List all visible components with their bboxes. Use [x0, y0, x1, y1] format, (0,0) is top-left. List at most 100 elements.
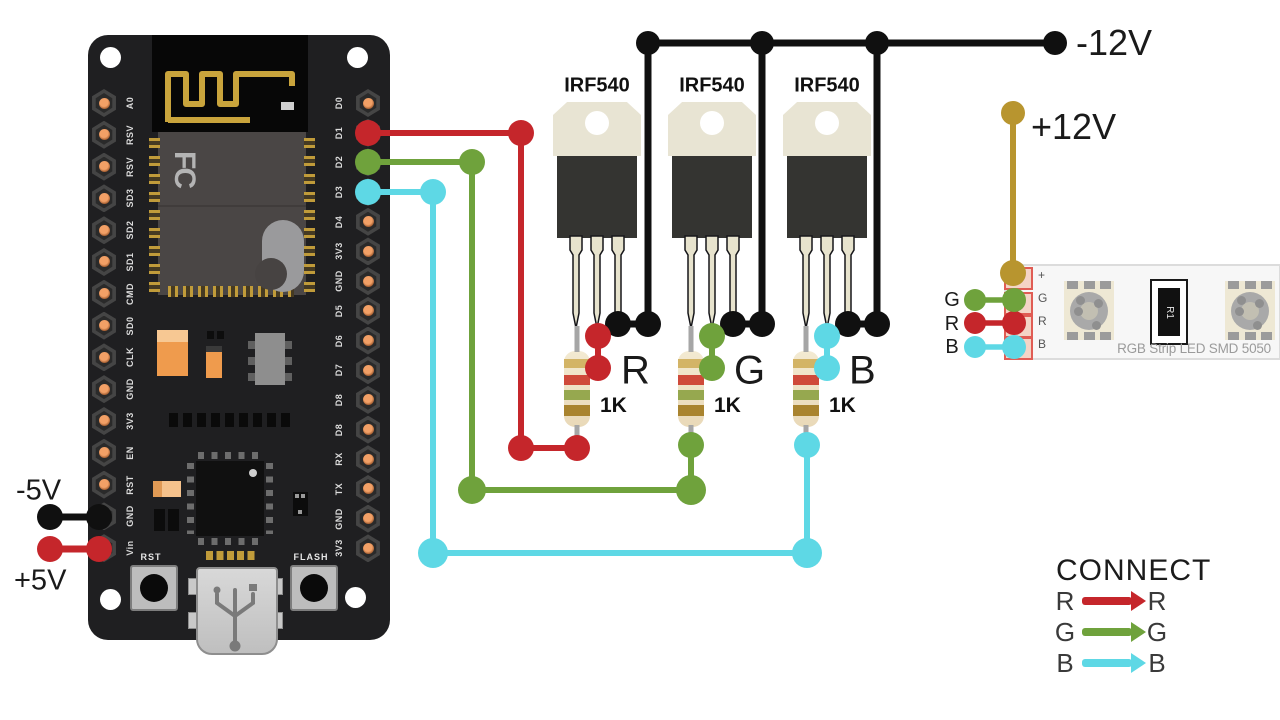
led-lens — [1231, 292, 1269, 330]
mini-usb-connector — [196, 567, 278, 655]
pin-hex-icon — [356, 474, 380, 503]
pin-label: GND — [125, 505, 135, 528]
pin-label: CLK — [125, 347, 135, 368]
chip-pads — [198, 452, 262, 459]
mosfet-tab — [668, 102, 756, 156]
pin: D2 — [325, 148, 381, 177]
pin-label: CMD — [125, 282, 135, 305]
capacitor-small — [206, 346, 222, 378]
chip-pads — [198, 538, 262, 545]
pin-label: SD0 — [125, 316, 135, 336]
chip-pads — [266, 463, 273, 534]
pin-hex-icon — [356, 207, 380, 236]
module-pads-left — [149, 138, 160, 294]
pin-hex-icon — [356, 326, 380, 355]
pin-label: Vin — [125, 540, 135, 556]
pin-label: RX — [334, 452, 344, 467]
arrow-icon — [1082, 622, 1146, 642]
pin: Vin — [91, 534, 147, 563]
pin-hex-icon — [356, 178, 380, 207]
pin: 3V3 — [325, 534, 381, 563]
pin-hex-icon — [92, 438, 116, 467]
onboard-led — [153, 481, 181, 497]
pin-hex-icon — [92, 120, 116, 149]
output-label-r: R — [621, 348, 650, 393]
pin: D6 — [325, 326, 381, 355]
pin-label: GND — [334, 270, 344, 292]
ic-leg — [284, 373, 292, 381]
fcc-logo: FC — [168, 151, 201, 187]
pin-label: SD1 — [125, 252, 135, 272]
legend-to: G — [1146, 616, 1168, 647]
strip-resistor: R1 — [1150, 279, 1188, 345]
strip-pad-label: + — [1038, 268, 1046, 282]
smd5050-led — [1225, 281, 1275, 340]
pin-hex-icon — [92, 470, 116, 499]
pin-hex-icon — [356, 415, 380, 444]
pin-hex-icon — [356, 504, 380, 533]
pin-label: D6 — [334, 334, 344, 347]
pin-label: D2 — [334, 156, 344, 169]
pin-hex-icon — [356, 385, 380, 414]
mosfet-name: IRF540 — [794, 74, 860, 97]
pin-hex-icon — [92, 502, 116, 531]
flash-button — [290, 565, 338, 611]
neg5v-label: -5V — [16, 474, 62, 507]
pin: SD0 — [91, 311, 147, 340]
pin-hex-icon — [92, 534, 116, 563]
strip-input-label: B — [945, 336, 959, 358]
pin-label: RSV — [125, 124, 135, 145]
pin: D1 — [325, 118, 381, 147]
pin: RX — [325, 445, 381, 474]
strip-caption: RGB Strip LED SMD 5050 — [1117, 341, 1271, 356]
strip-pad-label: B — [1038, 337, 1047, 351]
mosfet-legs — [569, 235, 855, 329]
module-pads-bottom — [168, 286, 294, 297]
pin-hex-icon — [356, 148, 380, 177]
smd-part — [154, 509, 165, 531]
antenna-stub — [281, 102, 294, 110]
pin-hex-icon — [92, 89, 116, 117]
pin: D8 — [325, 415, 381, 444]
legend-row: R R — [1052, 585, 1170, 616]
pin-label: D5 — [334, 304, 344, 318]
smd5050-led — [1064, 281, 1114, 340]
neg12v-label: -12V — [1076, 22, 1153, 63]
pin-hex-icon — [356, 534, 380, 563]
pin: RSV — [91, 152, 147, 181]
ic-leg — [248, 373, 256, 381]
led-lens — [1070, 292, 1108, 330]
resistor-b — [793, 351, 819, 427]
legend-title: CONNECT — [1056, 554, 1212, 587]
pin: SD1 — [91, 247, 147, 276]
gold-junctions — [1000, 101, 1026, 286]
pin-label: SD3 — [125, 188, 135, 208]
pin-label: 3V3 — [125, 412, 135, 430]
pin-hex-icon — [356, 237, 380, 266]
pin: EN — [91, 438, 147, 467]
pin-label: D8 — [334, 423, 344, 436]
output-label-g: G — [734, 348, 766, 393]
mosfet-name: IRF540 — [679, 74, 745, 97]
pin-label: D8 — [334, 393, 344, 407]
legend-row: G G — [1052, 616, 1170, 647]
mosfet-name: IRF540 — [564, 74, 630, 97]
strip-pad-b — [1004, 337, 1033, 360]
legend-to: B — [1148, 647, 1166, 678]
strip-pad-label: R — [1038, 314, 1047, 328]
arrow-icon — [1082, 591, 1146, 611]
board-pins-right: D0 D1 D2 D3 D4 3V3 — [325, 89, 381, 563]
smd-part — [207, 331, 214, 339]
pin-label: D1 — [334, 126, 344, 139]
pos5v-label: +5V — [14, 564, 67, 597]
pos12v-label: +12V — [1031, 106, 1117, 147]
pin: RST — [91, 470, 147, 499]
resistor-r — [564, 351, 590, 427]
pin-label: GND — [125, 378, 135, 400]
pin-label: EN — [125, 446, 135, 460]
legend-to: R — [1147, 585, 1167, 616]
ic-leg — [248, 341, 256, 349]
pin-label: RSV — [125, 156, 135, 177]
mosfet-body — [672, 156, 752, 238]
